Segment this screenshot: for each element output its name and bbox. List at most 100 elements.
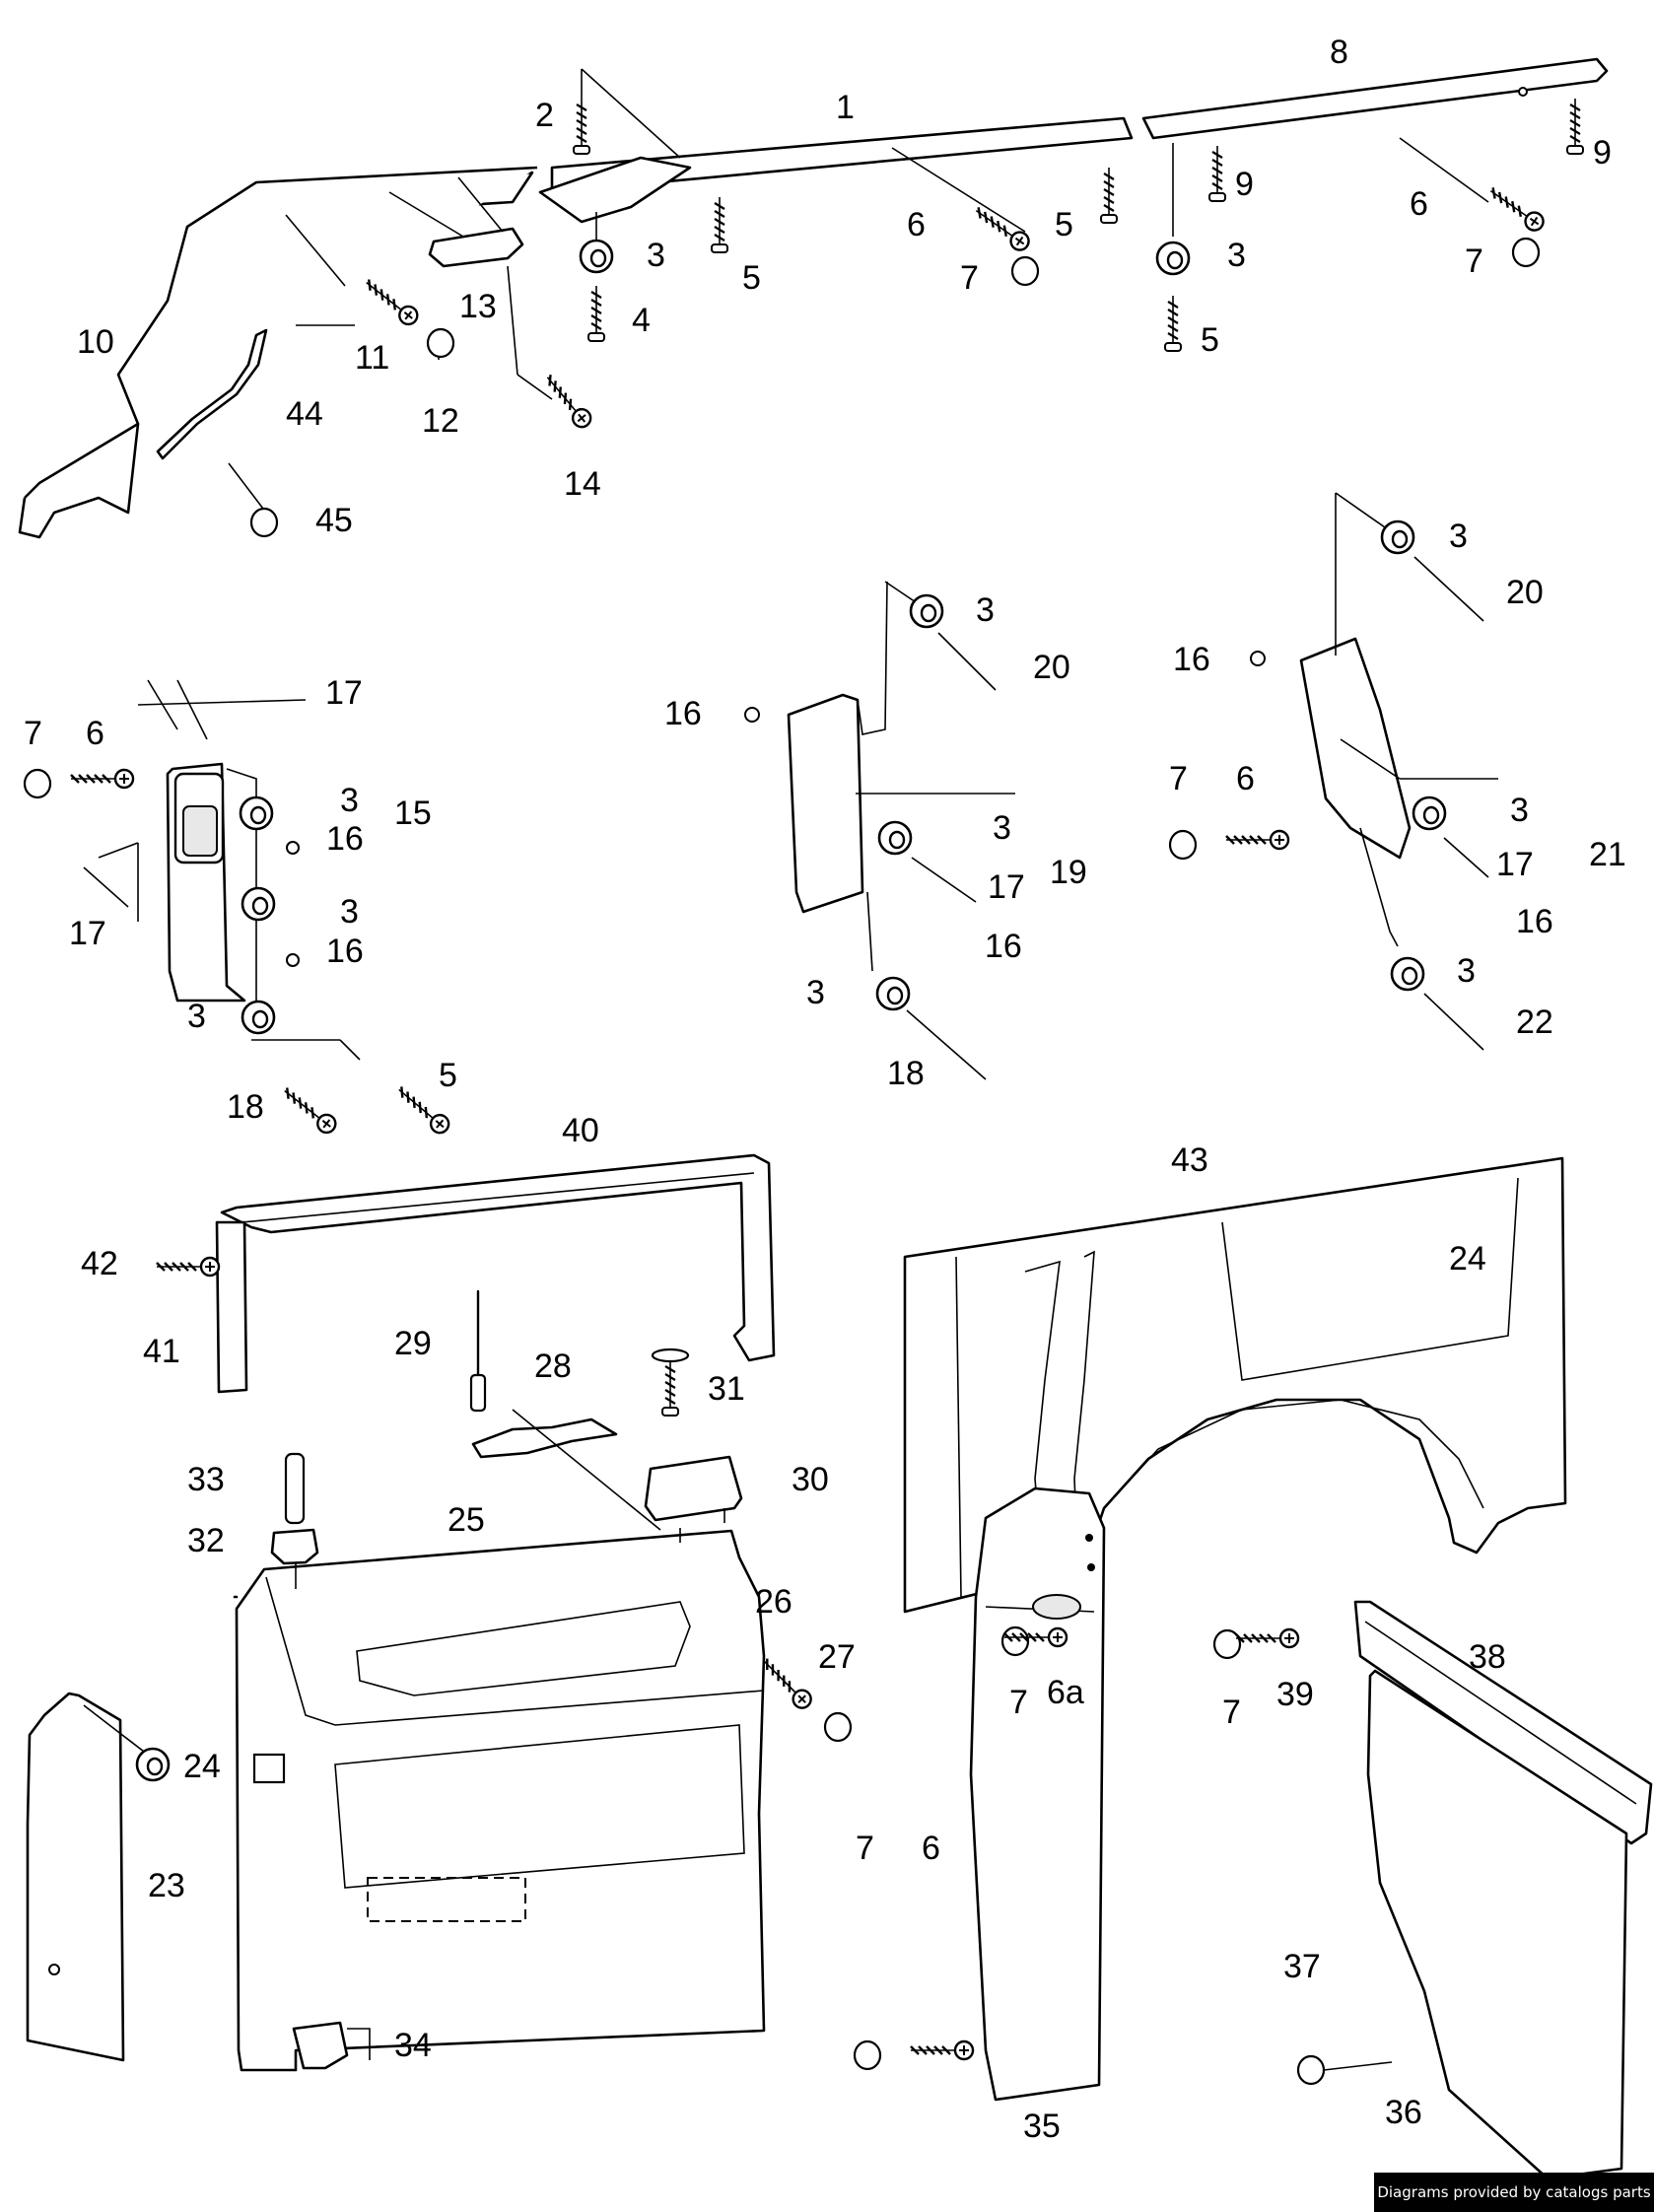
callout-24: 24 <box>1449 1240 1486 1278</box>
callout-16: 16 <box>326 820 364 858</box>
callout-5: 5 <box>742 259 761 297</box>
callout-3: 3 <box>187 998 206 1035</box>
callout-31: 31 <box>708 1370 745 1408</box>
callout-3: 3 <box>1227 237 1246 274</box>
assist-strap-44 <box>156 328 268 460</box>
callout-6: 6 <box>922 1830 940 1867</box>
callout-40: 40 <box>562 1112 599 1149</box>
roof-rail-bracket <box>538 156 692 224</box>
bracket-28 <box>471 1417 618 1459</box>
callout-41: 41 <box>143 1333 180 1370</box>
callout-4: 4 <box>632 302 651 339</box>
callout-7: 7 <box>1465 242 1483 280</box>
callout-13: 13 <box>459 288 497 325</box>
callout-3: 3 <box>647 237 665 274</box>
callout-36: 36 <box>1385 2094 1422 2131</box>
callout-19: 19 <box>1050 854 1087 891</box>
callout-16: 16 <box>1173 641 1210 678</box>
quarter-panel-36 <box>1366 1669 1628 2180</box>
callout-9: 9 <box>1235 166 1254 203</box>
callout-3: 3 <box>1457 952 1476 990</box>
credit-banner: Diagrams provided by catalogs parts <box>1374 2173 1654 2212</box>
callout-11: 11 <box>355 339 390 377</box>
callout-35: 35 <box>1023 2108 1061 2145</box>
callout-20: 20 <box>1033 649 1070 686</box>
callout-9: 9 <box>1593 134 1612 172</box>
callout-15: 15 <box>394 795 432 832</box>
callout-39: 39 <box>1276 1676 1314 1713</box>
callout-12: 12 <box>422 402 459 440</box>
callout-18: 18 <box>887 1055 925 1092</box>
callout-20: 20 <box>1506 574 1544 611</box>
seal-piece-41 <box>215 1220 248 1394</box>
callout-26: 26 <box>755 1583 793 1621</box>
roof-rail-part-1 <box>550 116 1134 194</box>
callout-32: 32 <box>187 1522 225 1559</box>
callout-3: 3 <box>340 893 359 931</box>
pillar-trim-23 <box>26 1692 125 2062</box>
callout-14: 14 <box>564 465 601 503</box>
pillar-trim-35 <box>969 1486 1106 2102</box>
callout-3: 3 <box>1449 518 1468 555</box>
callout-7: 7 <box>856 1830 874 1867</box>
callout-2: 2 <box>535 97 554 134</box>
callout-18: 18 <box>227 1088 264 1126</box>
callout-38: 38 <box>1469 1638 1506 1676</box>
callout-6: 6 <box>1410 185 1428 223</box>
callout-3: 3 <box>976 591 995 629</box>
callout-17: 17 <box>69 915 106 952</box>
callout-8: 8 <box>1330 34 1348 71</box>
callout-16: 16 <box>326 933 364 970</box>
callout-6: 6 <box>907 206 926 243</box>
roof-rail-group <box>538 57 1609 246</box>
door-seal-40 <box>220 1153 776 1362</box>
callout-17: 17 <box>988 868 1025 906</box>
callout-5: 5 <box>439 1057 457 1094</box>
callout-3: 3 <box>993 809 1011 847</box>
end-cap-34 <box>292 2021 349 2070</box>
callout-16: 16 <box>985 928 1022 965</box>
callout-33: 33 <box>187 1461 225 1498</box>
callout-6a: 6a <box>1047 1674 1084 1711</box>
callout-7: 7 <box>24 715 42 752</box>
callout-25: 25 <box>448 1501 485 1539</box>
callout-6: 6 <box>1236 760 1255 797</box>
callout-42: 42 <box>81 1245 118 1282</box>
callout-43: 43 <box>1171 1141 1208 1179</box>
callout-28: 28 <box>534 1348 572 1385</box>
callout-5: 5 <box>1055 206 1073 243</box>
handle-cup-30 <box>644 1455 743 1522</box>
callout-7: 7 <box>960 259 979 297</box>
sill-trim-38 <box>1353 1600 1653 1845</box>
callout-16: 16 <box>1516 903 1553 940</box>
callout-30: 30 <box>792 1461 829 1498</box>
callout-17: 17 <box>325 674 363 712</box>
d-pillar-trim-21 <box>1299 637 1412 860</box>
callout-5: 5 <box>1201 321 1219 359</box>
callout-34: 34 <box>394 2027 432 2064</box>
callout-7: 7 <box>1169 760 1188 797</box>
callout-44: 44 <box>286 395 323 433</box>
callout-27: 27 <box>818 1638 856 1676</box>
callout-7: 7 <box>1222 1694 1241 1731</box>
roof-rail-part-8 <box>1141 57 1609 140</box>
callout-17: 17 <box>1496 846 1534 883</box>
callout-45: 45 <box>315 502 353 539</box>
callout-3: 3 <box>1510 792 1529 829</box>
callout-1: 1 <box>836 89 855 126</box>
callout-16: 16 <box>664 695 702 732</box>
callout-3: 3 <box>806 974 825 1011</box>
callout-37: 37 <box>1283 1948 1321 1985</box>
callout-29: 29 <box>394 1325 432 1362</box>
callout-22: 22 <box>1516 1003 1553 1041</box>
callout-24: 24 <box>183 1748 221 1785</box>
callout-23: 23 <box>148 1867 185 1904</box>
c-pillar-trim-19 <box>787 693 864 914</box>
callout-10: 10 <box>77 323 114 361</box>
callout-21: 21 <box>1589 836 1626 873</box>
callout-3: 3 <box>340 782 359 819</box>
callout-6: 6 <box>86 715 104 752</box>
grab-handle-13 <box>428 227 524 268</box>
callout-7: 7 <box>1009 1684 1028 1721</box>
